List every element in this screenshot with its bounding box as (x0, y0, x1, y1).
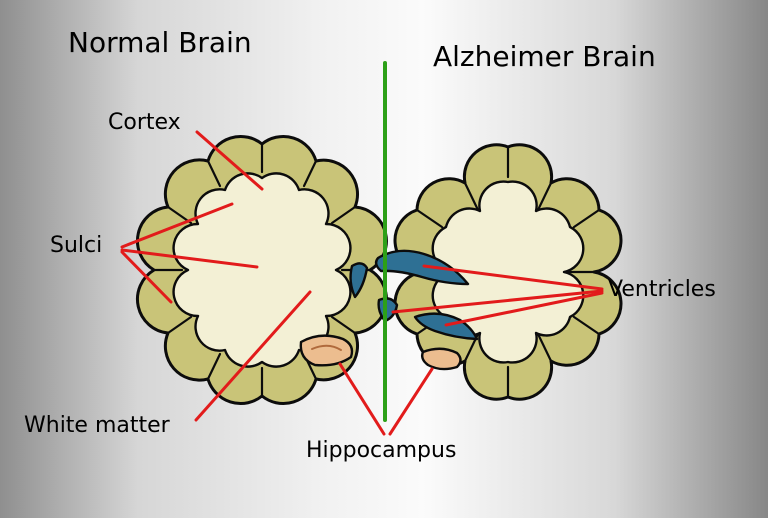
pointer-line-sulci-3 (120, 250, 173, 304)
normal-ventricle-shape (349, 262, 369, 299)
normal-hippocampus-inner-detail (311, 344, 342, 351)
alzheimer-brain-title: Alzheimer Brain (433, 40, 656, 73)
pointer-line-ventricles-2 (391, 289, 604, 314)
pointer-line-sulci-2 (120, 248, 259, 269)
alzheimer-lateral-ventricle-shape (374, 249, 470, 286)
sulci-label: Sulci (50, 233, 103, 258)
alzheimer-brain-hemisphere (393, 143, 623, 401)
pointer-line-ventricles-3 (444, 291, 604, 327)
white-matter-label: White matter (24, 413, 170, 438)
pointer-line-sulci-1 (120, 202, 234, 249)
alzheimer-brain-white-matter (431, 180, 585, 364)
pointer-lines (120, 130, 604, 436)
ventricles-label: Ventricles (608, 277, 716, 302)
pointer-line-cortex (195, 130, 264, 191)
normal-hippocampus-shape (299, 334, 354, 367)
alzheimer-hippocampus-shape (420, 347, 462, 371)
hippocampus-label: Hippocampus (306, 438, 457, 463)
hippocampus-shapes (299, 334, 462, 371)
third-ventricle-shape (377, 297, 399, 323)
normal-brain-hemisphere (136, 134, 388, 406)
pointer-line-hippocampus-2 (388, 367, 434, 436)
cortex-label: Cortex (108, 110, 181, 135)
normal-brain-white-matter (172, 172, 352, 368)
normal-brain-title: Normal Brain (68, 26, 252, 59)
pointer-line-white-matter (194, 290, 312, 422)
pointer-line-ventricles-1 (422, 264, 604, 291)
pointer-line-hippocampus-1 (338, 362, 386, 436)
